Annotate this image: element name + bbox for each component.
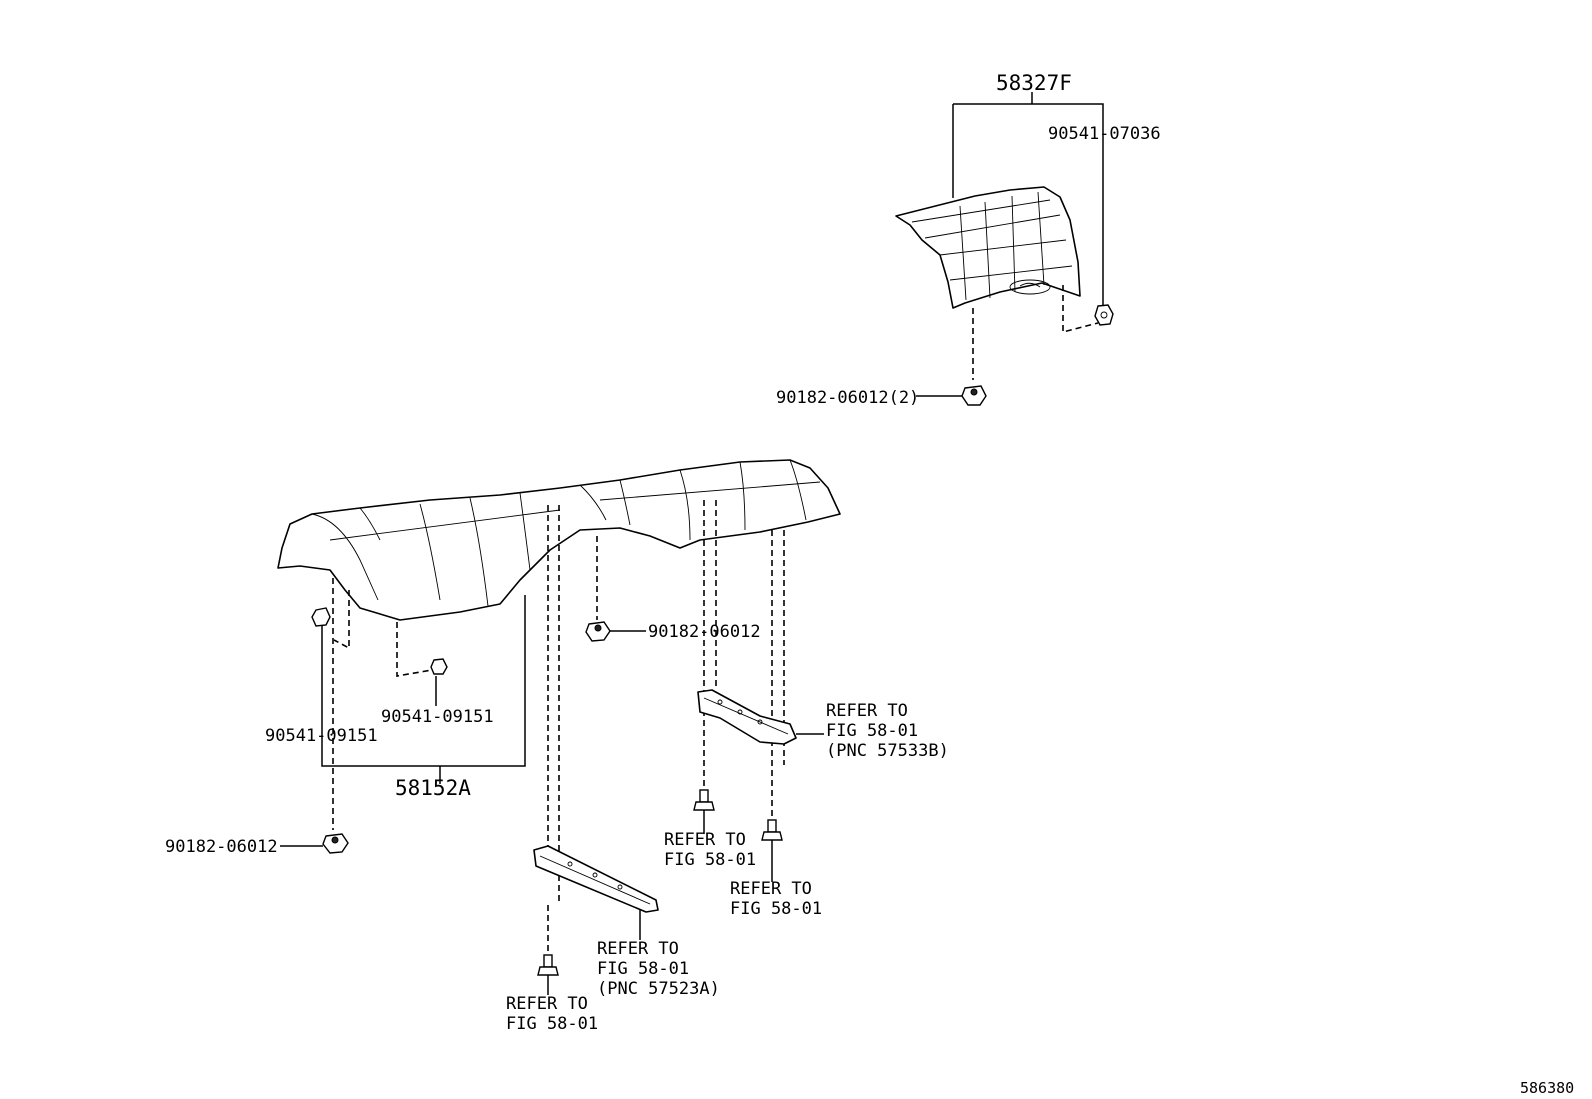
dash-left-clip-b [396,622,433,677]
dash-left-clip-a [333,590,350,650]
label-ref-e-line2: FIG 58-01 [506,1014,598,1034]
nut-90182-06012-left[interactable] [322,833,349,854]
nut-90182-06012-upper[interactable] [961,385,987,406]
clip-90541-09151-a[interactable] [311,607,331,627]
label-90182-06012-left: 90182-06012 [165,837,278,857]
bracket-58327f [952,92,1104,305]
label-90541-09151-a: 90541-09151 [265,726,378,746]
label-90541-09151-b: 90541-09151 [381,707,494,727]
label-90182-06012-2: 90182-06012(2) [776,388,919,408]
diagram-id: 586380 [1520,1079,1574,1097]
label-90541-07036: 90541-07036 [1048,124,1161,144]
label-ref-a-line1: REFER TO [597,939,679,959]
cross-bracket-57533b[interactable] [697,689,797,745]
clip-90541-07036[interactable] [1094,304,1114,326]
bolt-ref-d[interactable] [761,819,783,841]
label-ref-b-line3: (PNC 57533B) [826,741,949,761]
long-bar-57523a[interactable] [533,845,659,913]
bracket-58152a [321,595,526,784]
dash-insulator-to-clip [1062,285,1099,334]
label-ref-a-line2: FIG 58-01 [597,959,689,979]
label-ref-b-line1: REFER TO [826,701,908,721]
label-ref-e-line1: REFER TO [506,994,588,1014]
heat-insulator-58327f[interactable] [895,186,1081,309]
label-58152a: 58152A [395,776,471,800]
bolt-ref-c[interactable] [693,789,715,811]
bolt-ref-e[interactable] [537,954,559,976]
label-ref-d-line2: FIG 58-01 [730,899,822,919]
label-ref-a-line3: (PNC 57523A) [597,979,720,999]
nut-90182-06012-mid[interactable] [585,621,611,642]
label-ref-c-line2: FIG 58-01 [664,850,756,870]
label-ref-b-line2: FIG 58-01 [826,721,918,741]
clip-90541-09151-b[interactable] [430,658,448,675]
label-90182-06012-mid: 90182-06012 [648,622,761,642]
label-ref-c-line1: REFER TO [664,830,746,850]
label-ref-d-line1: REFER TO [730,879,812,899]
label-58327f: 58327F [996,71,1072,95]
